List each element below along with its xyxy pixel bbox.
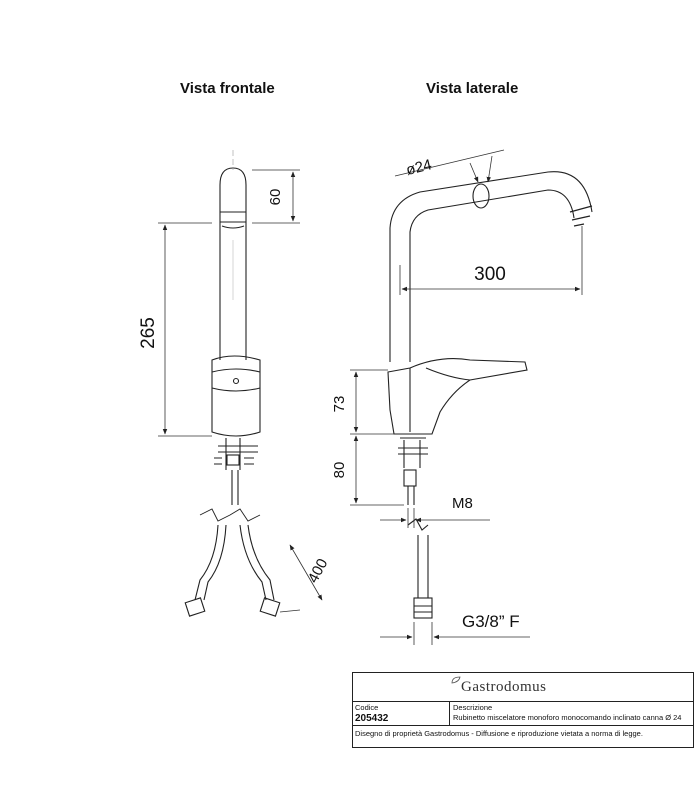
logo-area: Gastrodomus [353,673,693,702]
front-view-title: Vista frontale [180,80,275,97]
front-body [211,355,261,437]
side-view-title: Vista laterale [426,80,519,97]
dim-diameter: ø24 [404,156,433,179]
front-fitting-right [259,597,281,617]
copyright-notice: Disegno di proprietà Gastrodomus - Diffu… [355,729,643,738]
front-hose-left [194,524,227,601]
logo-leaf-icon [451,676,461,684]
dim-shank-height: 80 [331,462,348,479]
front-fitting-left [184,597,206,617]
front-dimensions [158,169,323,613]
side-shank [398,440,428,468]
side-dimensions [350,149,583,645]
front-aerator [220,211,246,229]
dim-spout-top-height: 60 [267,189,284,206]
dim-front-height: 265 [138,317,159,349]
dim-hose-length: 400 [305,556,332,586]
description-cell: Descrizione Rubinetto miscelatore monofo… [450,702,693,727]
side-spout [389,171,593,362]
dim-body-height: 73 [331,396,348,413]
front-hose-right [239,524,275,601]
title-block-info-row: Codice 205432 Descrizione Rubinetto misc… [353,702,693,726]
code-label: Codice [355,703,379,712]
front-shank [218,438,258,470]
code-value: 205432 [355,713,389,724]
description-label: Descrizione [453,703,493,712]
front-view [184,150,281,617]
code-cell: Codice 205432 [353,702,450,725]
dim-connection: G3/8” F [462,612,520,631]
side-hose [417,535,429,598]
side-diameter-ring [472,183,490,209]
side-break [407,518,429,531]
dim-thread: M8 [452,495,473,512]
side-fitting [413,597,433,619]
side-view [387,171,593,619]
dim-reach: 300 [474,264,506,285]
side-aerator [569,205,593,227]
logo-text: Gastrodomus [461,679,547,695]
front-break [199,508,261,522]
side-body [387,358,528,435]
description-value: Rubinetto miscelatore monoforo monocoman… [453,713,682,722]
title-block: Gastrodomus Codice 205432 Descrizione Ru… [352,672,694,748]
